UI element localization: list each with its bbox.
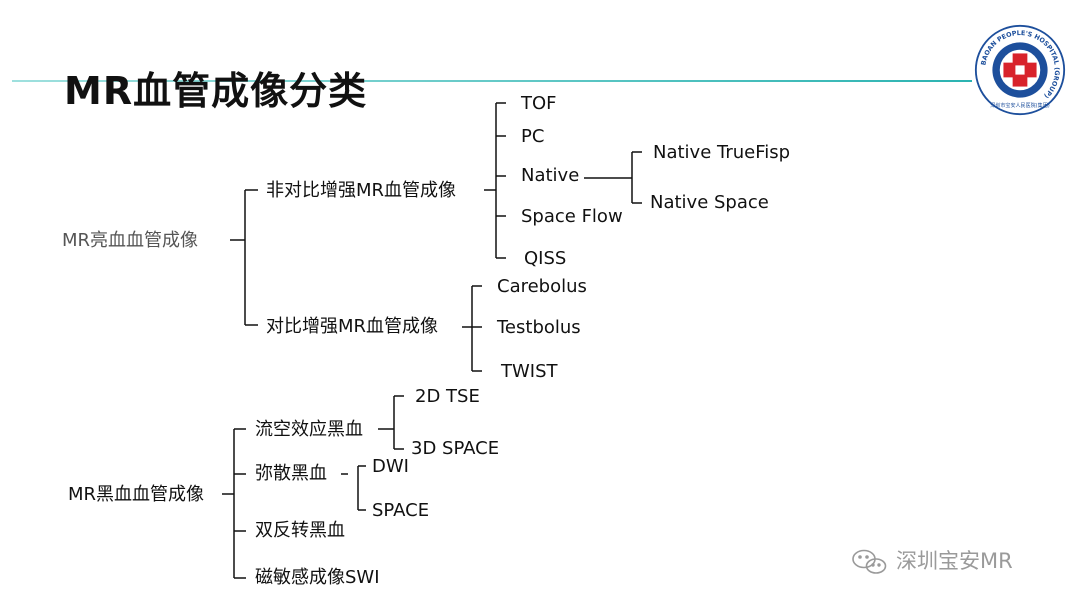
node-bright-root: MR亮血血管成像 bbox=[62, 230, 199, 251]
hospital-logo: BAOAN PEOPLE'S HOSPITAL (GROUP) 深圳市宝安人民医… bbox=[974, 24, 1066, 116]
watermark bbox=[852, 549, 887, 574]
hospital-cross-icon bbox=[999, 49, 1041, 91]
node-3d-space: 3D SPACE bbox=[411, 438, 500, 459]
node-black-root: MR黑血血管成像 bbox=[68, 484, 205, 505]
watermark-text: 深圳宝安MR bbox=[896, 549, 1013, 573]
wechat-icon bbox=[852, 549, 887, 574]
title-accent-line bbox=[12, 80, 972, 82]
node-twist: TWIST bbox=[501, 361, 558, 382]
connector-bright-root bbox=[230, 189, 258, 326]
node-pc: PC bbox=[521, 126, 545, 147]
node-noncontrast: 非对比增强MR血管成像 bbox=[266, 180, 457, 201]
node-diffusion: 弥散黑血 bbox=[255, 463, 327, 484]
node-native-truefisp: Native TrueFisp bbox=[653, 142, 791, 163]
connector-contrast bbox=[462, 285, 482, 372]
node-qiss: QISS bbox=[524, 248, 567, 269]
node-inversion: 双反转黑血 bbox=[255, 520, 345, 541]
node-2d-tse: 2D TSE bbox=[415, 386, 480, 407]
node-dwi: DWI bbox=[372, 456, 409, 477]
connector-diffusion bbox=[341, 465, 366, 511]
node-testbolus: Testbolus bbox=[497, 317, 581, 338]
node-space-flow: Space Flow bbox=[521, 206, 623, 227]
connector-flowvoid bbox=[378, 395, 404, 450]
node-tof: TOF bbox=[521, 93, 557, 114]
logo-cn-text: 深圳市宝安人民医院(集团) bbox=[990, 102, 1049, 109]
node-native-space: Native Space bbox=[650, 192, 769, 213]
node-swi: 磁敏感成像SWI bbox=[255, 567, 380, 588]
connector-native bbox=[584, 151, 642, 204]
node-flowvoid: 流空效应黑血 bbox=[255, 419, 363, 440]
node-contrast: 对比增强MR血管成像 bbox=[266, 316, 439, 337]
node-native: Native bbox=[521, 165, 580, 186]
connector-black-root bbox=[222, 428, 246, 579]
node-carebolus: Carebolus bbox=[497, 276, 587, 297]
page-title: MR血管成像分类 bbox=[64, 69, 368, 113]
connector-noncontrast bbox=[484, 102, 506, 259]
node-space: SPACE bbox=[372, 500, 430, 521]
